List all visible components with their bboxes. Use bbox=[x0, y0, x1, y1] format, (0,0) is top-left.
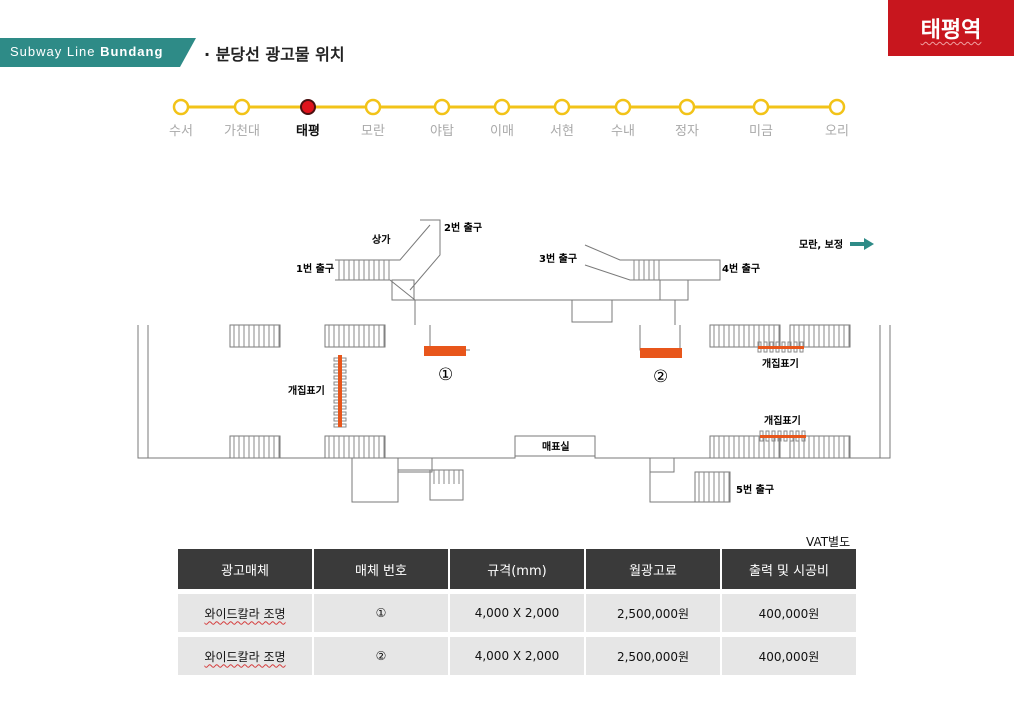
cell-fee: 2,500,000원 bbox=[586, 637, 720, 675]
station-label: 태평 bbox=[296, 124, 320, 139]
header-monthly-fee: 월광고료 bbox=[586, 549, 720, 589]
header-media-number: 매체 번호 bbox=[314, 549, 448, 589]
line-strip bbox=[172, 98, 846, 116]
header-media: 광고매체 bbox=[178, 549, 312, 589]
station-label: 서현 bbox=[550, 124, 574, 139]
cell-size: 4,000 X 2,000 bbox=[450, 637, 584, 675]
direction-arrow-icon bbox=[850, 238, 874, 250]
station-label: 이매 bbox=[490, 124, 514, 139]
cell-fee: 2,500,000원 bbox=[586, 594, 720, 632]
station-label: 정자 bbox=[675, 124, 699, 139]
gate-right-top-bar bbox=[758, 346, 804, 349]
header-size: 규격(mm) bbox=[450, 549, 584, 589]
station-dot bbox=[614, 98, 632, 116]
station-dot bbox=[752, 98, 770, 116]
table-row: 와이드칼라 조명 ② 4,000 X 2,000 2,500,000원 400,… bbox=[178, 637, 856, 675]
line-banner: Subway Line Bundang bbox=[0, 38, 196, 67]
label-gate-right-top: 개집표기 bbox=[762, 357, 799, 370]
station-label: 야탑 bbox=[430, 124, 454, 139]
station-dot bbox=[553, 98, 571, 116]
station-label: 수내 bbox=[611, 124, 635, 139]
label-direction: 모란, 보정 bbox=[799, 238, 843, 251]
banner-prefix: Subway Line bbox=[10, 44, 96, 59]
cell-media-text: 와이드칼라 조명 bbox=[204, 606, 286, 621]
ad-position-1 bbox=[424, 346, 466, 356]
station-dot bbox=[493, 98, 511, 116]
cell-cost: 400,000원 bbox=[722, 594, 856, 632]
station-dot bbox=[364, 98, 382, 116]
cell-size: 4,000 X 2,000 bbox=[450, 594, 584, 632]
label-ticket-office: 매표실 bbox=[542, 440, 570, 453]
concourse-outline bbox=[137, 325, 891, 459]
label-shop: 상가 bbox=[372, 233, 391, 246]
station-label: 수서 bbox=[169, 124, 193, 139]
table-row: 와이드칼라 조명 ① 4,000 X 2,000 2,500,000원 400,… bbox=[178, 594, 856, 632]
page-title: · 분당선 광고물 위치 bbox=[204, 45, 345, 64]
ad-position-2 bbox=[640, 348, 682, 358]
header-install-cost-text: 출력 및 시공비 bbox=[748, 563, 830, 579]
gate-right-bottom-bar bbox=[760, 435, 806, 438]
station-map: 2번 출구 상가 1번 출구 3번 출구 4번 출구 모란, 보정 개집표기 개… bbox=[137, 219, 891, 503]
cell-number: ② bbox=[314, 637, 448, 675]
label-exit1: 1번 출구 bbox=[296, 262, 334, 275]
station-dot bbox=[233, 98, 251, 116]
label-exit3: 3번 출구 bbox=[539, 252, 577, 265]
cell-media: 와이드칼라 조명 bbox=[178, 637, 312, 675]
label-exit4: 4번 출구 bbox=[722, 262, 760, 275]
station-dot bbox=[172, 98, 190, 116]
cell-number: ① bbox=[314, 594, 448, 632]
cell-cost: 400,000원 bbox=[722, 637, 856, 675]
label-gate-right-bottom: 개집표기 bbox=[764, 414, 801, 427]
gate-left-bar bbox=[338, 355, 342, 427]
cell-media-text: 와이드칼라 조명 bbox=[204, 649, 286, 664]
station-dot bbox=[433, 98, 451, 116]
station-dot bbox=[678, 98, 696, 116]
label-exit2: 2번 출구 bbox=[444, 221, 482, 234]
banner-bold: Bundang bbox=[100, 44, 164, 59]
marker-1: ① bbox=[438, 365, 453, 385]
price-table: 광고매체 매체 번호 규격(mm) 월광고료 출력 및 시공비 와이드칼라 조명… bbox=[176, 549, 858, 675]
marker-2: ② bbox=[653, 367, 668, 387]
label-exit5: 5번 출구 bbox=[736, 483, 774, 496]
station-label: 오리 bbox=[825, 124, 849, 139]
station-dot bbox=[828, 98, 846, 116]
banner-shape bbox=[0, 38, 196, 67]
station-label: 미금 bbox=[749, 124, 773, 139]
banner-text: Subway Line Bundang bbox=[10, 44, 163, 59]
table-header-row: 광고매체 매체 번호 규격(mm) 월광고료 출력 및 시공비 bbox=[178, 549, 856, 589]
station-dot bbox=[300, 99, 316, 115]
station-label: 모란 bbox=[361, 124, 385, 139]
label-gate-left: 개집표기 bbox=[288, 384, 325, 397]
cell-media: 와이드칼라 조명 bbox=[178, 594, 312, 632]
station-label: 가천대 bbox=[224, 124, 260, 139]
header-install-cost: 출력 및 시공비 bbox=[722, 549, 856, 589]
station-badge: 태평역 bbox=[888, 0, 1014, 56]
vat-note: VAT별도 bbox=[806, 535, 851, 549]
